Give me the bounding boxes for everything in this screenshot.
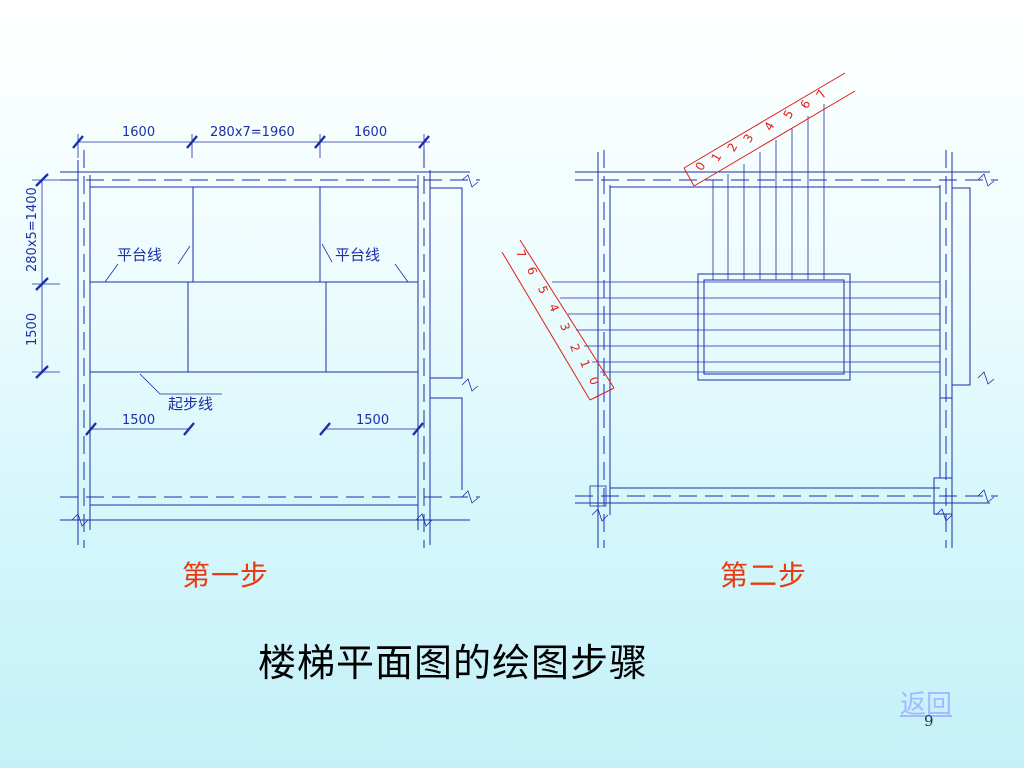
ruler-top-1: 1 xyxy=(708,150,724,164)
label-start-line: 起步线 xyxy=(168,395,213,413)
ruler-left-0: 0 xyxy=(586,375,602,387)
ruler-top-5: 5 xyxy=(780,107,796,121)
page-title: 楼梯平面图的绘图步骤 xyxy=(258,641,649,685)
ruler-top-6: 6 xyxy=(797,97,813,111)
ruler-left-5: 5 xyxy=(535,284,551,296)
ruler-left-3: 3 xyxy=(557,321,573,333)
ruler-left-7: 7 xyxy=(513,248,529,260)
ruler-top-3: 3 xyxy=(740,131,756,145)
dim-bottom-1: 1500 xyxy=(122,413,155,428)
dim-top-3: 1600 xyxy=(354,125,387,140)
ruler-left-6: 6 xyxy=(524,265,540,277)
dim-top-1: 1600 xyxy=(122,125,155,140)
ruler-top-4: 4 xyxy=(761,119,777,133)
step2-caption: 第二步 xyxy=(720,559,808,592)
ruler-top-0: 0 xyxy=(692,159,708,173)
dim-top-2: 280x7=1960 xyxy=(210,125,295,140)
step1-caption: 第一步 xyxy=(182,559,270,592)
label-landing-right: 平台线 xyxy=(335,246,380,264)
ruler-left-4: 4 xyxy=(546,302,562,314)
dim-left-2: 1500 xyxy=(25,313,40,346)
ruler-top-7: 7 xyxy=(813,87,829,101)
dim-bottom-2: 1500 xyxy=(356,413,389,428)
dim-left-1: 280x5=1400 xyxy=(25,187,40,272)
label-landing-left: 平台线 xyxy=(117,246,162,264)
ruler-top-2: 2 xyxy=(724,140,740,154)
step2-plan: 0 1 2 3 4 5 6 7 0 1 2 3 4 5 6 7 xyxy=(501,72,998,548)
back-link[interactable]: 返回 xyxy=(900,690,953,720)
step1-plan: 1600 280x7=1960 1600 280x5=1400 1500 150… xyxy=(25,125,480,548)
ruler-left-1: 1 xyxy=(577,358,593,370)
page-number: 9 xyxy=(924,712,934,730)
ruler-left-2: 2 xyxy=(567,342,583,354)
